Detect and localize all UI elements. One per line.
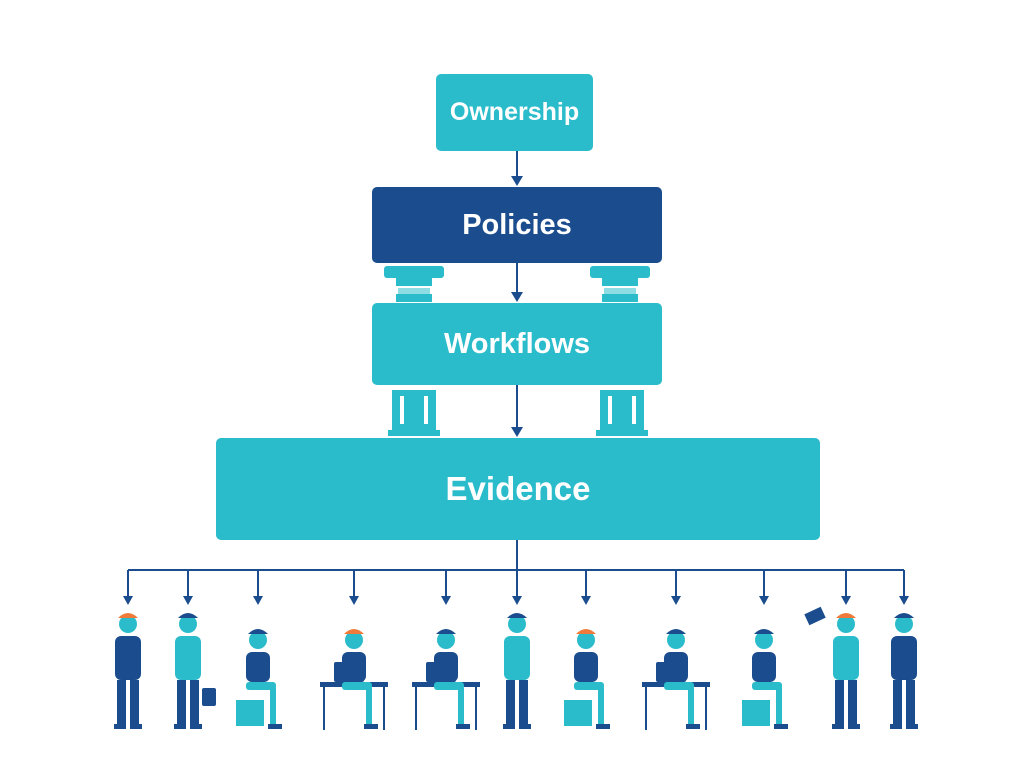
person-figure-11 bbox=[890, 613, 918, 729]
pillar-left-top bbox=[384, 266, 444, 302]
people-row bbox=[114, 606, 918, 730]
person-figure-6 bbox=[503, 613, 531, 729]
person-figure-9 bbox=[742, 629, 788, 729]
pillar-left-bottom bbox=[388, 390, 440, 436]
person-figure-8 bbox=[642, 629, 710, 730]
pillar-right-top bbox=[590, 266, 650, 302]
person-figure-1 bbox=[114, 613, 142, 729]
person-figure-3 bbox=[236, 629, 282, 729]
workflows-box: Workflows bbox=[372, 303, 662, 385]
person-figure-5 bbox=[412, 629, 480, 730]
evidence-label: Evidence bbox=[445, 470, 591, 507]
ownership-box: Ownership bbox=[436, 74, 593, 151]
workflows-label: Workflows bbox=[443, 327, 591, 360]
person-figure-4 bbox=[320, 629, 388, 730]
evidence-box: Evidence bbox=[216, 438, 820, 540]
pillar-right-bottom bbox=[596, 390, 648, 436]
ownership-label: Ownership bbox=[449, 98, 580, 126]
policies-label: Policies bbox=[462, 208, 572, 241]
person-figure-2 bbox=[174, 613, 216, 729]
person-figure-7 bbox=[564, 629, 610, 729]
policies-box: Policies bbox=[372, 187, 662, 263]
person-figure-10 bbox=[804, 606, 860, 729]
